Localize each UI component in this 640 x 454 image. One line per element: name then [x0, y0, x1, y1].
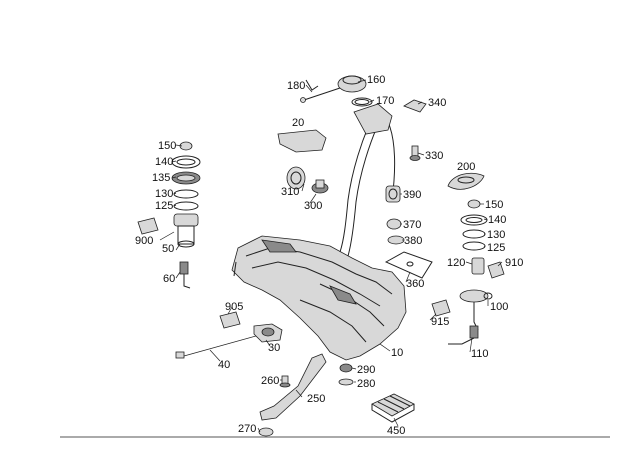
washer-280[interactable] [338, 378, 354, 386]
connector-30[interactable] [253, 323, 283, 343]
mount-390[interactable] [385, 185, 401, 203]
level-sensor-110[interactable] [448, 325, 479, 345]
seal-130-left[interactable] [173, 189, 199, 199]
cover-200[interactable] [447, 172, 485, 190]
nut-290[interactable] [339, 363, 353, 373]
label-60: 60 [163, 273, 175, 285]
label-905[interactable] [219, 311, 241, 329]
label-900[interactable] [137, 217, 159, 235]
label-40: 40 [218, 359, 230, 371]
label-910[interactable] [487, 261, 505, 279]
label-10: 10 [391, 347, 403, 359]
label-915[interactable] [431, 299, 451, 317]
filler-neck-pipe[interactable] [339, 103, 396, 257]
label-200: 200 [457, 161, 475, 173]
label-260: 260 [261, 375, 279, 387]
mount-370[interactable] [386, 218, 402, 230]
nut-140-left[interactable] [171, 155, 201, 169]
label-110: 110 [471, 348, 489, 360]
label-390: 390 [403, 189, 421, 201]
strap-250[interactable] [259, 353, 327, 421]
label-370: 370 [403, 219, 421, 231]
label-30: 30 [268, 342, 280, 354]
wire-40[interactable] [175, 335, 257, 359]
label-900: 900 [135, 235, 153, 247]
cap-tether[interactable] [300, 79, 341, 103]
fuel-tank[interactable] [231, 235, 407, 361]
sensor-60[interactable] [179, 261, 191, 289]
fuel-cap[interactable] [337, 75, 367, 93]
label-280: 280 [357, 378, 375, 390]
block-450[interactable] [371, 393, 415, 423]
label-140b: 140 [488, 214, 506, 226]
sender-120[interactable] [471, 257, 485, 275]
seal-125-left[interactable] [173, 201, 199, 211]
label-150a: 150 [158, 140, 176, 152]
label-180: 180 [287, 80, 305, 92]
fuel-pump-50[interactable] [173, 213, 199, 248]
label-100: 100 [490, 301, 508, 313]
label-170: 170 [376, 95, 394, 107]
label-360: 360 [406, 278, 424, 290]
label-130b: 130 [487, 229, 505, 241]
nut-300[interactable] [311, 179, 329, 194]
ring-135[interactable] [171, 171, 201, 185]
label-300: 300 [304, 200, 322, 212]
seal-130-right[interactable] [462, 229, 486, 239]
label-125b: 125 [487, 242, 505, 254]
bracket-340[interactable] [403, 99, 427, 113]
label-450: 450 [387, 425, 405, 437]
label-120: 120 [447, 257, 465, 269]
washer-380[interactable] [387, 235, 405, 245]
label-340: 340 [428, 97, 446, 109]
damper-310[interactable] [286, 166, 306, 190]
bolt-260[interactable] [279, 375, 291, 388]
washer-270[interactable] [258, 427, 274, 437]
label-140a: 140 [155, 156, 173, 168]
label-130a: 130 [155, 188, 173, 200]
label-290: 290 [357, 364, 375, 376]
label-20: 20 [292, 117, 304, 129]
nut-140-right[interactable] [460, 214, 488, 226]
leader-lines [159, 79, 503, 433]
label-160: 160 [367, 74, 385, 86]
label-915: 915 [431, 316, 449, 328]
label-380: 380 [404, 235, 422, 247]
callout-labels: 180 160 170 340 20 330 150 140 135 130 1… [135, 74, 523, 437]
heat-shield[interactable] [277, 129, 327, 153]
label-330: 330 [425, 150, 443, 162]
label-270: 270 [238, 423, 256, 435]
pump-100[interactable] [459, 289, 493, 331]
label-905: 905 [225, 301, 243, 313]
label-310: 310 [281, 186, 299, 198]
ring-150-right[interactable] [467, 199, 481, 209]
bolt-330[interactable] [409, 145, 421, 161]
filler-seal-ring[interactable] [351, 97, 373, 107]
label-135: 135 [152, 172, 170, 184]
label-150b: 150 [485, 199, 503, 211]
label-50: 50 [162, 243, 174, 255]
label-250: 250 [307, 393, 325, 405]
label-125a: 125 [155, 200, 173, 212]
seal-125-right[interactable] [462, 241, 486, 251]
label-910: 910 [505, 257, 523, 269]
